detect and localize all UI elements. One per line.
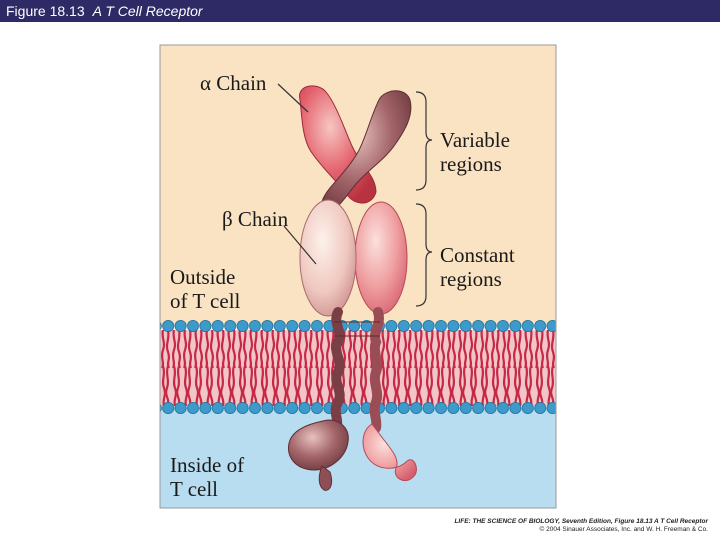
beta-chain-label: β Chain (222, 207, 289, 231)
membrane-lipid-tails-inner (160, 366, 556, 406)
variable-regions-label-1: Variable (440, 128, 510, 152)
inside-cell-region (160, 408, 556, 508)
beta-variable-domain (320, 90, 412, 215)
inside-cell-label-1: Inside of (170, 453, 244, 477)
beta-stalk (330, 307, 345, 433)
constant-regions-bracket (415, 203, 433, 307)
beta-tail-tip (318, 465, 333, 491)
outside-cell-label-2: of T cell (170, 289, 241, 313)
copyright-credit: LIFE: THE SCIENCE OF BIOLOGY, Seventh Ed… (454, 518, 708, 534)
alpha-chain-label: α Chain (200, 71, 267, 95)
alpha-stalk (369, 307, 384, 433)
beta-chain (288, 90, 412, 491)
stalk-coil (334, 321, 380, 337)
alpha-chain (299, 85, 417, 481)
beta-constant-domain (299, 199, 357, 317)
variable-regions-label-2: regions (440, 152, 502, 176)
membrane-heads-outer (160, 319, 556, 333)
beta-chain-pointer (283, 225, 317, 265)
alpha-intracellular-tail (362, 423, 417, 481)
figure-frame (159, 44, 557, 509)
figure-title: A T Cell Receptor (92, 3, 203, 19)
outside-cell-label-1: Outside (170, 265, 235, 289)
variable-regions-bracket (415, 91, 433, 191)
constant-regions-label-1: Constant (440, 243, 515, 267)
membrane-heads-inner (160, 401, 556, 415)
inside-cell-label-2: T cell (170, 477, 218, 501)
beta-intracellular-tail (288, 419, 349, 471)
credit-line-1: LIFE: THE SCIENCE OF BIOLOGY, Seventh Ed… (454, 518, 708, 525)
figure-number: Figure 18.13 (6, 3, 85, 19)
credit-line-2: © 2004 Sinauer Associates, Inc. and W. H… (539, 526, 708, 533)
alpha-chain-pointer (277, 83, 309, 113)
figure-title-bar: Figure 18.13 A T Cell Receptor (0, 0, 720, 22)
constant-regions-label-2: regions (440, 267, 502, 291)
alpha-constant-domain (354, 201, 408, 315)
